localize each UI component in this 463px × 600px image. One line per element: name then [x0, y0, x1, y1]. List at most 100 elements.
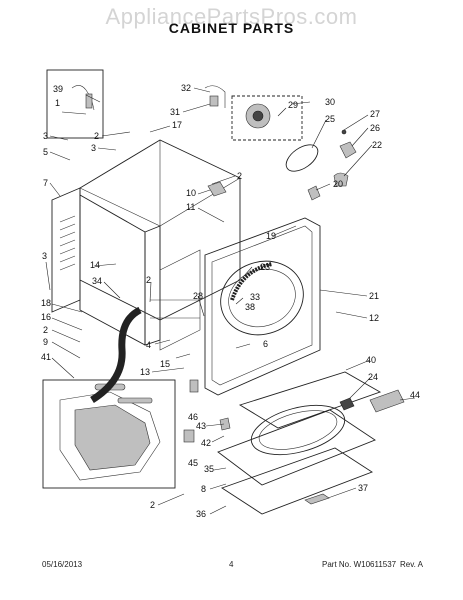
callout-13: 13	[140, 367, 150, 377]
callout-26: 26	[370, 123, 380, 133]
leader-18	[51, 303, 83, 313]
leader-9	[51, 341, 81, 359]
callout-7: 7	[43, 178, 48, 188]
part-27-screw	[341, 129, 347, 135]
drive-assembly-body	[74, 404, 151, 471]
leader-25	[311, 119, 327, 149]
callout-2e: 2	[150, 500, 155, 510]
callout-29: 29	[288, 100, 298, 110]
leader-17	[149, 125, 171, 133]
callout-8: 8	[201, 484, 206, 494]
callout-1: 1	[55, 98, 60, 108]
leader-31	[182, 103, 211, 113]
callout-45: 45	[188, 458, 198, 468]
leader-36	[209, 505, 227, 515]
callout-39: 39	[53, 84, 63, 94]
leader-35	[213, 467, 227, 471]
exploded-cabinet-diagram: 39 1 2 3 3 5 7 32 31 17 30 29 25 27 26 2…	[41, 69, 420, 519]
door-seal	[230, 262, 273, 301]
callout-34: 34	[92, 276, 102, 286]
callout-38: 38	[245, 302, 255, 312]
callout-23: 23	[260, 262, 270, 272]
leader-13	[151, 367, 185, 373]
callout-36: 36	[196, 509, 206, 519]
leader-12	[335, 311, 368, 319]
part-45	[183, 429, 195, 443]
leader-3c	[45, 261, 51, 291]
footer-page-number: 4	[229, 560, 234, 569]
side-panel-vents	[59, 215, 76, 271]
callout-2a: 2	[94, 131, 99, 141]
callout-18: 18	[41, 298, 51, 308]
callout-20: 20	[333, 179, 343, 189]
callout-32: 32	[181, 83, 191, 93]
part-32-bracket	[204, 85, 226, 108]
part-40-ring-inner	[258, 410, 338, 450]
leader-43	[205, 423, 225, 427]
leader-26	[351, 127, 369, 147]
drive-belt	[285, 144, 319, 172]
front-left-panel	[79, 194, 146, 346]
front-panel	[204, 217, 321, 396]
part-20-bumper	[307, 185, 321, 201]
callout-21: 21	[369, 291, 379, 301]
leader-10	[197, 189, 211, 195]
callout-40: 40	[366, 355, 376, 365]
leader-3a	[49, 135, 69, 141]
footer-date: 05/16/2013	[42, 560, 83, 569]
callout-43: 43	[196, 421, 206, 431]
leader-37	[327, 487, 357, 499]
leader-2d	[51, 329, 81, 343]
leader-44	[399, 397, 416, 401]
leader-2b	[211, 175, 236, 185]
vent-hose	[90, 306, 142, 403]
leader-2a	[101, 131, 131, 137]
leader-29	[277, 107, 287, 117]
callout-16: 16	[41, 312, 51, 322]
leader-22	[343, 144, 373, 177]
part-10-bracket	[207, 181, 227, 197]
callout-44: 44	[410, 390, 420, 400]
leader-4	[154, 339, 171, 345]
callout-3c: 3	[42, 251, 47, 261]
part-46	[189, 379, 199, 393]
callout-17: 17	[172, 120, 182, 130]
leader-3b	[97, 147, 117, 151]
front-left-panel-edge	[144, 225, 161, 346]
part-37-foot	[304, 493, 330, 505]
igniter-tube	[117, 397, 153, 404]
footer-revision: Rev. A	[400, 560, 423, 569]
part-1-sensor	[85, 93, 93, 109]
callout-3b: 3	[91, 143, 96, 153]
leader-8	[209, 483, 227, 490]
leader-21	[319, 289, 368, 297]
leader-40	[345, 359, 371, 371]
part-31-switch	[209, 95, 219, 107]
support-rails	[150, 299, 200, 319]
cabinet-side-panel	[51, 187, 81, 313]
part-22-foot	[333, 172, 349, 187]
callout-30: 30	[325, 97, 335, 107]
base-plate	[217, 409, 376, 486]
page-title: CABINET PARTS	[168, 20, 295, 36]
part-44-label	[369, 389, 405, 413]
leader-7	[49, 182, 61, 197]
callout-42: 42	[201, 438, 211, 448]
leader-24	[349, 377, 371, 399]
leader-14	[93, 263, 117, 267]
leader-6	[235, 343, 251, 349]
callout-4: 4	[146, 340, 151, 350]
leader-27	[343, 114, 369, 131]
leader-23	[243, 266, 253, 277]
callout-12: 12	[369, 313, 379, 323]
leader-19	[271, 225, 297, 237]
duct-frame	[159, 249, 201, 351]
leader-20	[315, 183, 331, 191]
callout-19: 19	[266, 231, 276, 241]
callout-2c: 2	[146, 275, 151, 285]
callout-2b: 2	[237, 171, 242, 181]
callout-9: 9	[43, 337, 48, 347]
motor-inset-box	[231, 95, 303, 141]
callout-27: 27	[370, 109, 380, 119]
door-opening-inner	[228, 268, 296, 328]
